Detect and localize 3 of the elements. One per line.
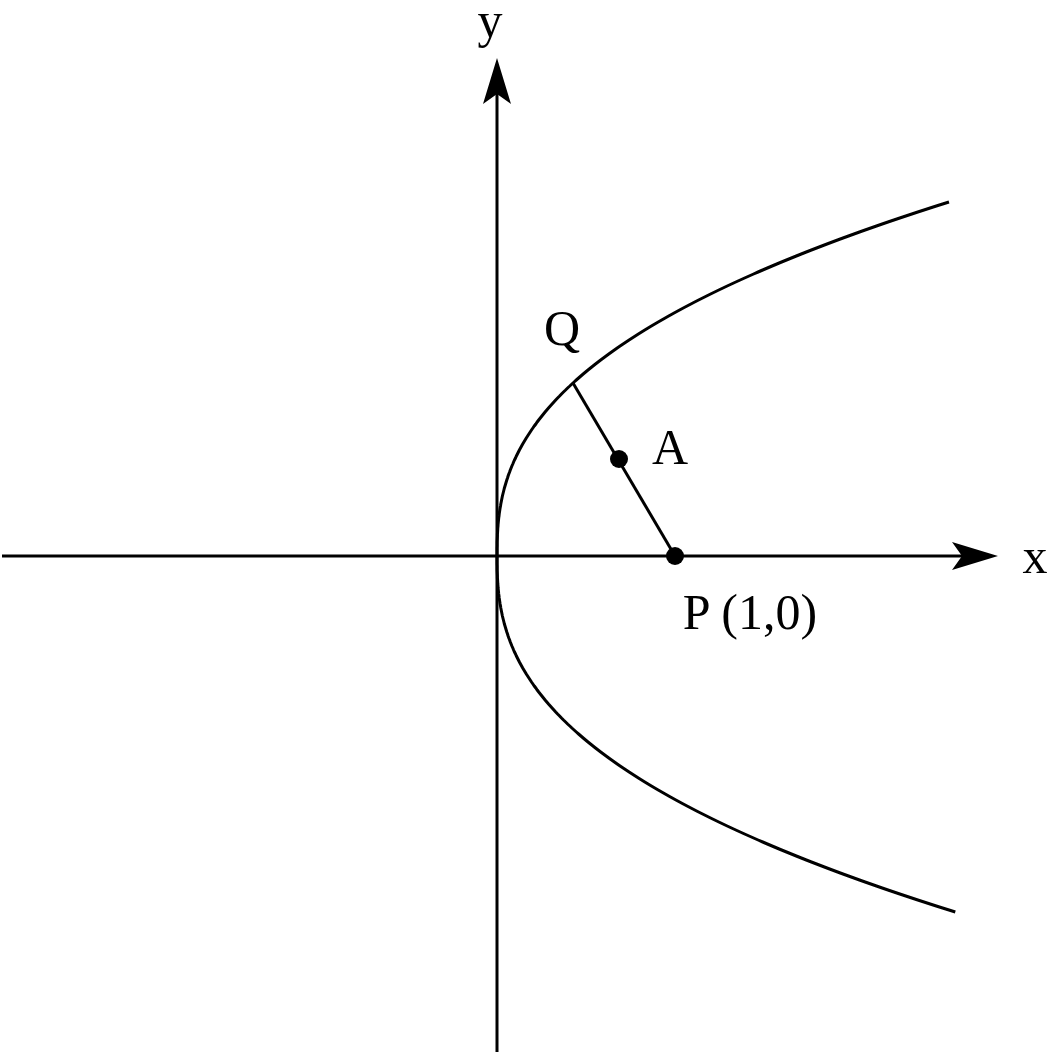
point-label: A	[651, 422, 689, 472]
point-label: Q	[543, 303, 581, 353]
axis-label: x	[1022, 531, 1048, 581]
